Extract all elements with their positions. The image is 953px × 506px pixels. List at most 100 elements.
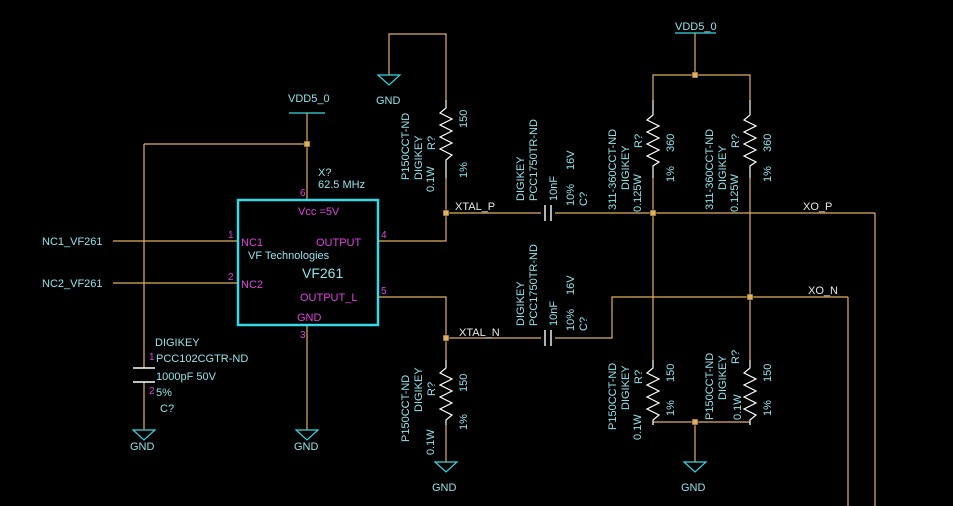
r150p-value: 150: [458, 110, 470, 128]
r150p-power: 0.1W: [425, 166, 437, 192]
resistor-360-a[interactable]: 311-360CCT-ND DIGIKEY R? 0.125W 360 1%: [607, 100, 677, 212]
junction-vdd-left: [303, 140, 311, 148]
r150d-ref: R?: [730, 350, 742, 364]
wire-xo-n: [555, 296, 848, 339]
bypass-cap-pin2: 2: [149, 386, 155, 397]
resistor-150-c[interactable]: P150CCT-ND DIGIKEY R? 0.1W 150 1%: [607, 360, 677, 440]
bypass-cap-vendor: DIGIKEY: [155, 337, 200, 349]
resistor-150-d[interactable]: P150CCT-ND DIGIKEY R? 0.1W 150 1%: [704, 350, 774, 425]
junction-xo-p-a: [649, 209, 657, 217]
resistor-360-b[interactable]: 311-360CCT-ND DIGIKEY R? 0.125W 360 1%: [704, 100, 774, 212]
wire-output: [378, 213, 447, 242]
bypass-cap-value: 1000pF 50V: [156, 371, 217, 383]
r150c-part: P150CCT-ND: [607, 363, 619, 430]
r150n-ref: R?: [426, 382, 438, 396]
pin-nc1-label: NC1: [241, 237, 263, 249]
wire-output-l: [378, 296, 447, 338]
ic-frequency: 62.5 MHz: [318, 179, 365, 191]
r150d-tol: 1%: [762, 400, 774, 416]
ccap-p-tol: 10%: [565, 184, 577, 206]
r360b-power: 0.125W: [729, 173, 741, 212]
ccap-n-vendor: DIGIKEY: [515, 281, 527, 326]
r150c-tol: 1%: [665, 400, 677, 416]
net-xtal-n[interactable]: XTAL_N: [459, 327, 500, 339]
wire-vdd-split: [652, 74, 751, 100]
net-xo-n[interactable]: XO_N: [808, 285, 838, 297]
ic-title: VF Technologies: [248, 250, 330, 262]
coupling-capacitor-n[interactable]: DIGIKEY PCC1750TR-ND 10nF 10% 16V C?: [515, 244, 590, 346]
gnd-symbol-bottom-right[interactable]: GND: [681, 461, 708, 494]
wire-res-top-gnd: [388, 33, 447, 100]
resistor-150-xtal-p[interactable]: P150CCT-ND DIGIKEY R? 0.1W 150 1%: [400, 100, 470, 192]
bypass-cap-tol: 5%: [156, 387, 172, 399]
bypass-cap-part: PCC102CGTR-ND: [156, 353, 248, 365]
net-xo-p[interactable]: XO_P: [803, 201, 832, 213]
r150p-ref: R?: [426, 136, 438, 150]
net-vdd-left[interactable]: VDD5_0: [288, 93, 330, 105]
gnd-label: GND: [130, 441, 155, 453]
junction-gnd-bottom: [691, 418, 699, 426]
net-nc2[interactable]: NC2_VF261: [42, 278, 103, 290]
bypass-capacitor[interactable]: DIGIKEY 1 PCC102CGTR-ND 1000pF 50V 2 5% …: [133, 337, 248, 415]
r150p-part: P150CCT-ND: [400, 113, 412, 180]
junction-xtal-n: [442, 334, 450, 342]
gnd-symbol-top[interactable]: GND: [376, 74, 402, 107]
net-nc1[interactable]: NC1_VF261: [42, 236, 103, 248]
gnd-label: GND: [681, 482, 706, 494]
r360b-value: 360: [762, 134, 774, 152]
ic-vcc-label: Vcc =5V: [298, 206, 340, 218]
junctions: [303, 71, 754, 426]
gnd-label: GND: [376, 95, 401, 107]
ccap-n-ref: C?: [578, 317, 590, 331]
ccap-n-part: PCC1750TR-ND: [528, 244, 540, 326]
net-labels: NC1_VF261 NC2_VF261 XTAL_P XTAL_N XO_P X…: [42, 21, 838, 339]
r150d-vendor: DIGIKEY: [717, 355, 729, 400]
r360b-vendor: DIGIKEY: [717, 145, 729, 190]
pin-num-2: 2: [228, 272, 234, 283]
pin-num-1: 1: [228, 230, 234, 241]
ic-body[interactable]: [236, 198, 380, 327]
r360b-tol: 1%: [762, 166, 774, 182]
pin-output-l-label: OUTPUT_L: [300, 292, 357, 304]
pin-num-3: 3: [300, 330, 306, 341]
gnd-symbol-ic[interactable]: GND: [294, 429, 320, 453]
r150n-value: 150: [458, 374, 470, 392]
pin-gnd-label: GND: [297, 312, 322, 324]
ccap-p-voltage: 16V: [565, 150, 577, 170]
r150c-value: 150: [665, 364, 677, 382]
net-vdd-right[interactable]: VDD5_0: [675, 21, 717, 33]
resistor-150-xtal-n[interactable]: P150CCT-ND DIGIKEY R? 0.1W 150 1%: [400, 360, 470, 455]
r360a-part: 311-360CCT-ND: [607, 129, 619, 210]
ic-refdes: X?: [318, 167, 331, 179]
r150c-vendor: DIGIKEY: [620, 365, 632, 410]
net-xtal-p[interactable]: XTAL_P: [455, 201, 495, 213]
bypass-cap-ref: C?: [160, 403, 174, 415]
bypass-cap-pin1: 1: [149, 352, 155, 363]
ground-symbols: GND GND GND GND GND: [130, 74, 708, 494]
r150n-vendor: DIGIKEY: [413, 367, 425, 412]
wire-bottom-join: [652, 421, 751, 425]
oscillator-ic[interactable]: X? 62.5 MHz Vcc =5V VF Technologies VF26…: [228, 167, 387, 341]
ccap-n-tol: 10%: [565, 309, 577, 331]
r150n-part: P150CCT-ND: [400, 375, 412, 442]
r360b-part: 311-360CCT-ND: [704, 129, 716, 210]
gnd-symbol-xtal-n[interactable]: GND: [432, 461, 459, 494]
coupling-capacitor-p[interactable]: DIGIKEY PCC1750TR-ND 10nF 10% 16V C?: [515, 119, 590, 221]
pin-num-4: 4: [381, 230, 387, 241]
r150d-power: 0.1W: [732, 394, 744, 420]
gnd-symbol-cap[interactable]: GND: [130, 429, 157, 453]
ccap-p-value: 10nF: [548, 176, 560, 201]
ccap-p-vendor: DIGIKEY: [515, 156, 527, 201]
r150c-power: 0.1W: [632, 414, 644, 440]
pin-nc2-label: NC2: [241, 279, 263, 291]
gnd-label: GND: [294, 441, 319, 453]
pin-num-6: 6: [300, 188, 306, 199]
pin-num-5: 5: [381, 286, 387, 297]
ccap-n-value: 10nF: [548, 301, 560, 326]
junction-vdd-right: [691, 71, 699, 79]
junction-xo-n-b: [746, 293, 754, 301]
r150d-value: 150: [762, 364, 774, 382]
ccap-p-part: PCC1750TR-ND: [528, 119, 540, 201]
